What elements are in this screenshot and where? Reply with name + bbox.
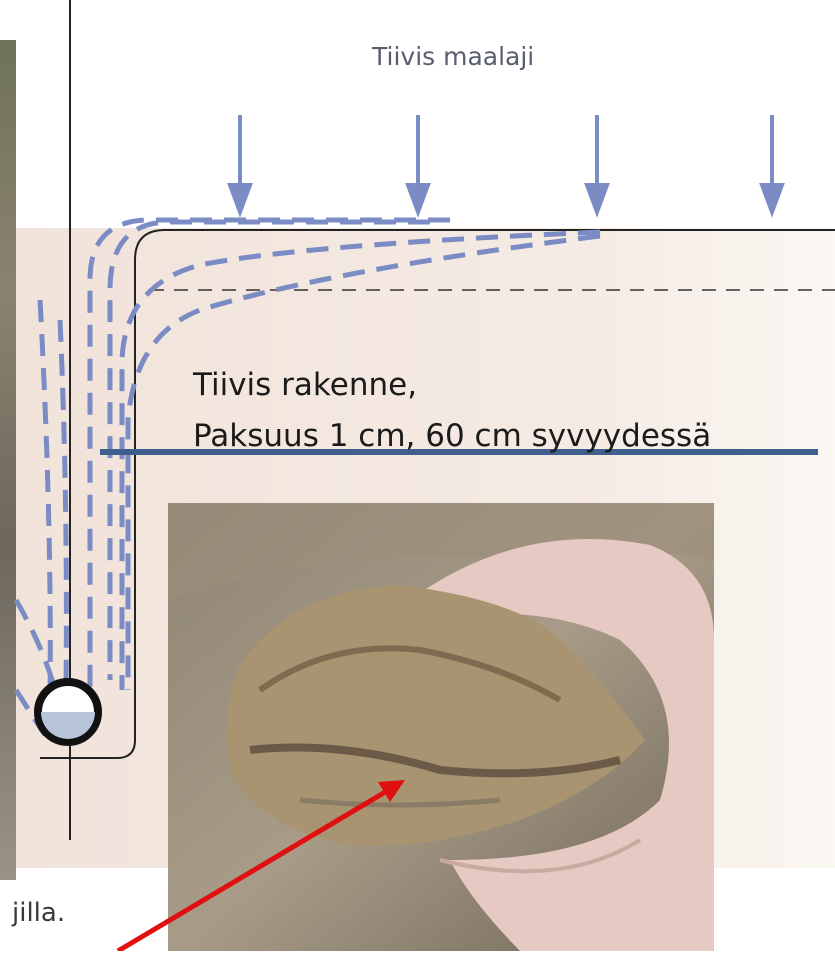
diagram-title: Tiivis maalaji [372,42,534,71]
downward-arrow-icon [230,115,250,212]
downward-arrow-icon [762,115,782,212]
annotation-line-1: Tiivis rakenne, [193,367,417,403]
drain-pipe-icon [38,682,98,742]
left-photo-strip [0,40,16,880]
caption-fragment: jilla. [12,898,65,928]
downward-arrow-icon [408,115,428,212]
annotation-line-2: Paksuus 1 cm, 60 cm syvyydessä [193,418,711,454]
soil-sample-photo [168,503,714,951]
downward-arrow-icon [587,115,607,212]
